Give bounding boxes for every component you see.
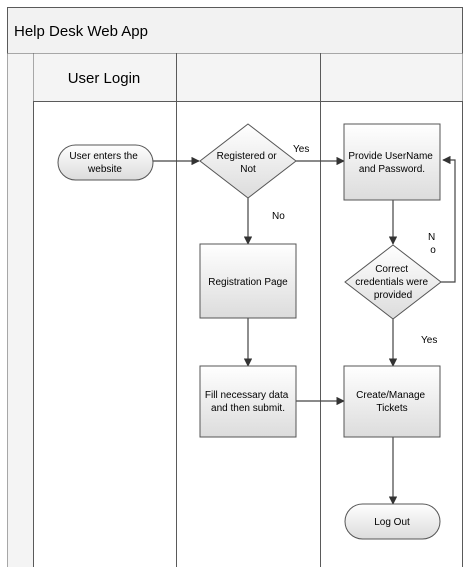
registered-decision-node (199, 123, 297, 199)
edge-label-no-registered: No (272, 211, 285, 222)
manage-tickets-label-line-1: Create/Manage (356, 390, 425, 401)
credentials-decision-label-line-3: provided (374, 290, 412, 301)
edge-label-no-credentials-line-1: N (428, 232, 435, 243)
diagram-title: Help Desk Web App (14, 23, 148, 40)
fill-data-label-line-2: and then submit. (211, 403, 285, 414)
provide-credentials-label-line-2: and Password. (359, 164, 425, 175)
fill-data-label-line-1: Fill necessary data (205, 390, 289, 401)
registered-decision-label: Registered or Not (217, 151, 280, 175)
credentials-decision-node (344, 244, 442, 320)
edge-label-yes-credentials: Yes (421, 335, 437, 346)
lane-header-row (33, 53, 463, 102)
edge-label-no-credentials-line-2: o (430, 245, 436, 256)
provide-credentials-label: Provide UserName and Password. (348, 151, 435, 175)
registration-page-label: Registration Page (208, 277, 288, 288)
registered-decision-label-line-2: Not (240, 164, 256, 175)
log-out-label: Log Out (374, 517, 410, 528)
registered-decision-label-line-1: Registered or (217, 151, 278, 162)
provide-credentials-node (343, 123, 441, 201)
start-node (57, 144, 154, 181)
fill-data-node (199, 365, 297, 438)
pool-header-strip (7, 53, 34, 567)
start-node-label-line-1: User enters the (69, 151, 138, 162)
credentials-decision-label-line-2: credentials were (355, 277, 428, 288)
edge-label-yes-registered: Yes (293, 144, 309, 155)
manage-tickets-node (343, 365, 441, 438)
log-out-node (344, 503, 441, 540)
title-band (7, 7, 463, 54)
registration-page-node (199, 243, 297, 319)
lane-title: User Login (68, 70, 141, 87)
start-node-label-line-2: website (87, 164, 122, 175)
credentials-decision-label-line-1: Correct (375, 264, 408, 275)
edge-label-no-credentials: N o (428, 232, 438, 256)
edge-decision-no-loop (441, 155, 456, 283)
start-node-label: User enters the website (69, 151, 140, 175)
fill-data-label: Fill necessary data and then submit. (205, 390, 291, 414)
credentials-decision-label: Correct credentials were provided (355, 264, 431, 301)
manage-tickets-label: Create/Manage Tickets (356, 390, 428, 414)
manage-tickets-label-line-2: Tickets (376, 403, 407, 414)
provide-credentials-label-line-1: Provide UserName (348, 151, 433, 162)
